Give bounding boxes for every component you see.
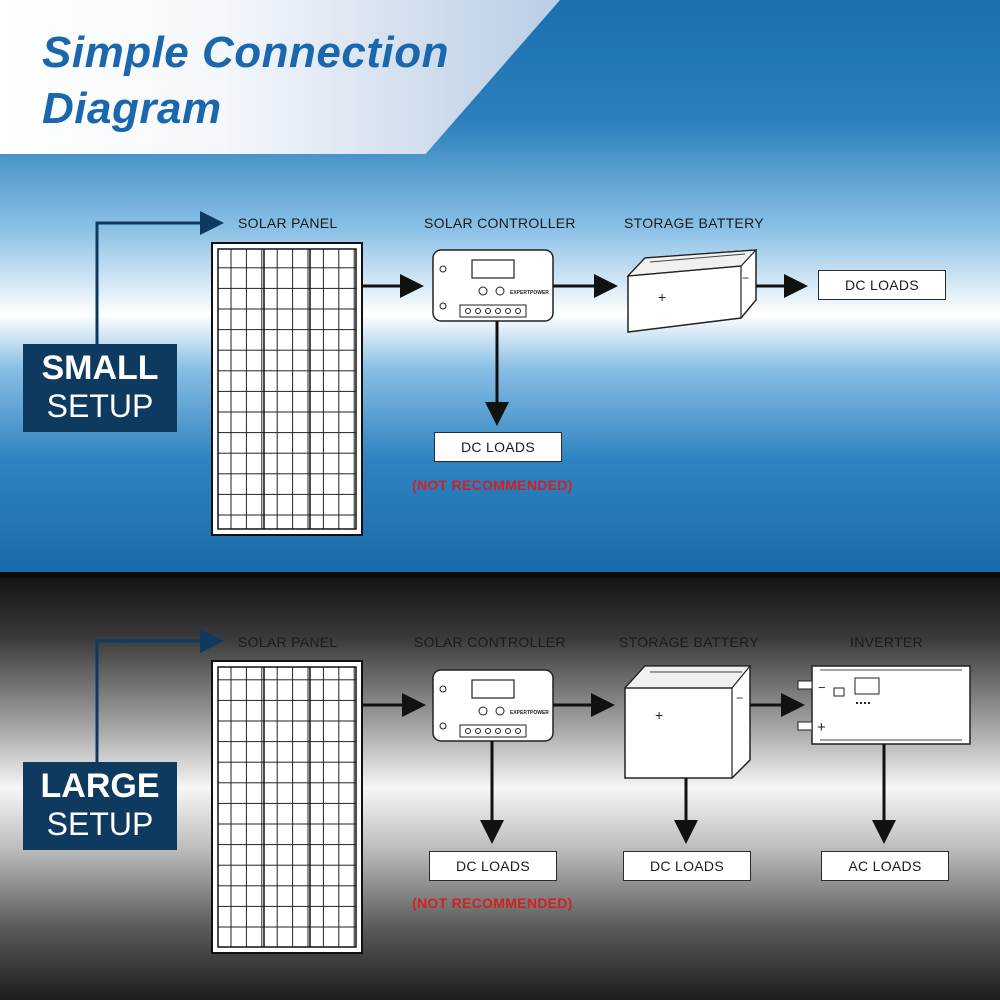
- small-solar-controller-label: SOLAR CONTROLLER: [424, 215, 576, 231]
- small-not-recommended-warning: (NOT RECOMMENDED): [412, 477, 573, 493]
- small-setup-badge: SMALL SETUP: [23, 344, 177, 432]
- small-battery-plus-terminal: +: [658, 289, 666, 305]
- small-battery-dc-loads-box: DC LOADS: [818, 270, 946, 300]
- large-pointer-arrow: [95, 629, 224, 762]
- svg-text:EXPERTPOWER: EXPERTPOWER: [510, 710, 549, 716]
- large-setup-badge-line2: SETUP: [46, 806, 154, 842]
- page-title-line1: Simple Connection: [42, 28, 449, 77]
- large-controller-dc-loads-box: DC LOADS: [429, 851, 557, 881]
- large-inverter: − +: [797, 665, 971, 745]
- inverter-plus-terminal: +: [817, 719, 826, 736]
- large-not-recommended-warning: (NOT RECOMMENDED): [412, 895, 573, 911]
- small-battery-minus-terminal: −: [742, 271, 749, 285]
- small-controller-dc-loads-box: DC LOADS: [434, 432, 562, 462]
- small-solar-panel: [211, 242, 363, 536]
- large-battery-dc-loads-box: DC LOADS: [623, 851, 751, 881]
- large-inverter-label: INVERTER: [850, 634, 923, 650]
- small-storage-battery-label: STORAGE BATTERY: [624, 215, 764, 231]
- large-battery-minus-terminal: −: [736, 691, 743, 705]
- large-setup-badge-line1: LARGE: [40, 767, 160, 805]
- page-title-line2: Diagram: [42, 84, 222, 133]
- large-battery-plus-terminal: +: [655, 707, 663, 723]
- small-setup-badge-line1: SMALL: [41, 349, 159, 387]
- large-solar-controller: EXPERTPOWER: [432, 669, 554, 742]
- large-solar-controller-label: SOLAR CONTROLLER: [414, 634, 566, 650]
- inverter-minus-terminal: −: [818, 680, 826, 695]
- svg-text:EXPERTPOWER: EXPERTPOWER: [510, 290, 549, 296]
- large-storage-battery-label: STORAGE BATTERY: [619, 634, 759, 650]
- large-setup-badge: LARGE SETUP: [23, 762, 177, 850]
- large-solar-panel: [211, 660, 363, 954]
- large-inverter-ac-loads-box: AC LOADS: [821, 851, 949, 881]
- section-divider: [0, 572, 1000, 578]
- small-pointer-arrow: [95, 211, 224, 344]
- small-storage-battery: + −: [626, 249, 758, 333]
- small-solar-controller: EXPERTPOWER: [432, 249, 554, 322]
- small-setup-badge-line2: SETUP: [46, 388, 154, 424]
- small-solar-panel-label: SOLAR PANEL: [238, 215, 338, 231]
- large-solar-panel-label: SOLAR PANEL: [238, 634, 338, 650]
- large-storage-battery: + −: [623, 665, 752, 779]
